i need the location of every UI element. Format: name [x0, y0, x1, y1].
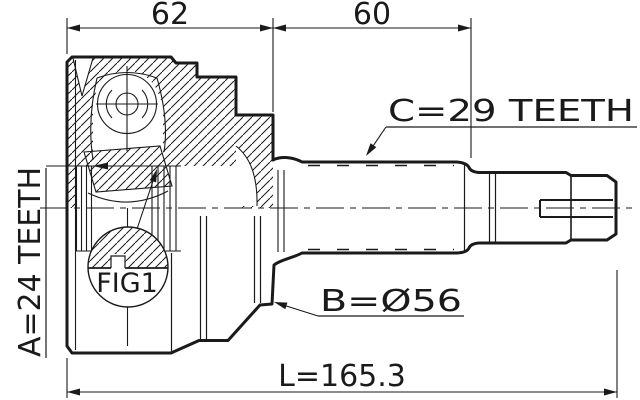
- b-diameter-text: B=Ø56: [320, 284, 462, 319]
- fig1-label: FIG1: [96, 268, 158, 299]
- fig1-leader-line: [136, 174, 156, 230]
- label-b-diameter: B=Ø56: [274, 284, 464, 319]
- label-c-spline: C=29 TEETH: [366, 94, 637, 156]
- label-a-spline: A=24 TEETH: [13, 162, 181, 358]
- a-spline-text: A=24 TEETH: [13, 167, 48, 357]
- dimension-length: [66, 270, 618, 398]
- shaft-details: [308, 164, 613, 252]
- dimension-length-text: L=165.3: [278, 359, 406, 394]
- fig1-leader-arrow: [149, 169, 157, 183]
- inner-race-section: [83, 145, 173, 193]
- tip-slot: [539, 199, 613, 218]
- c-spline-text: C=29 TEETH: [388, 94, 634, 129]
- dimension-60-text: 60: [353, 0, 391, 32]
- dimension-60: [273, 18, 472, 158]
- dimension-62-text: 62: [151, 0, 189, 32]
- part-outline: [65, 55, 618, 355]
- dimension-62: [66, 18, 274, 112]
- fig1-detail-circle: FIG1: [87, 169, 169, 308]
